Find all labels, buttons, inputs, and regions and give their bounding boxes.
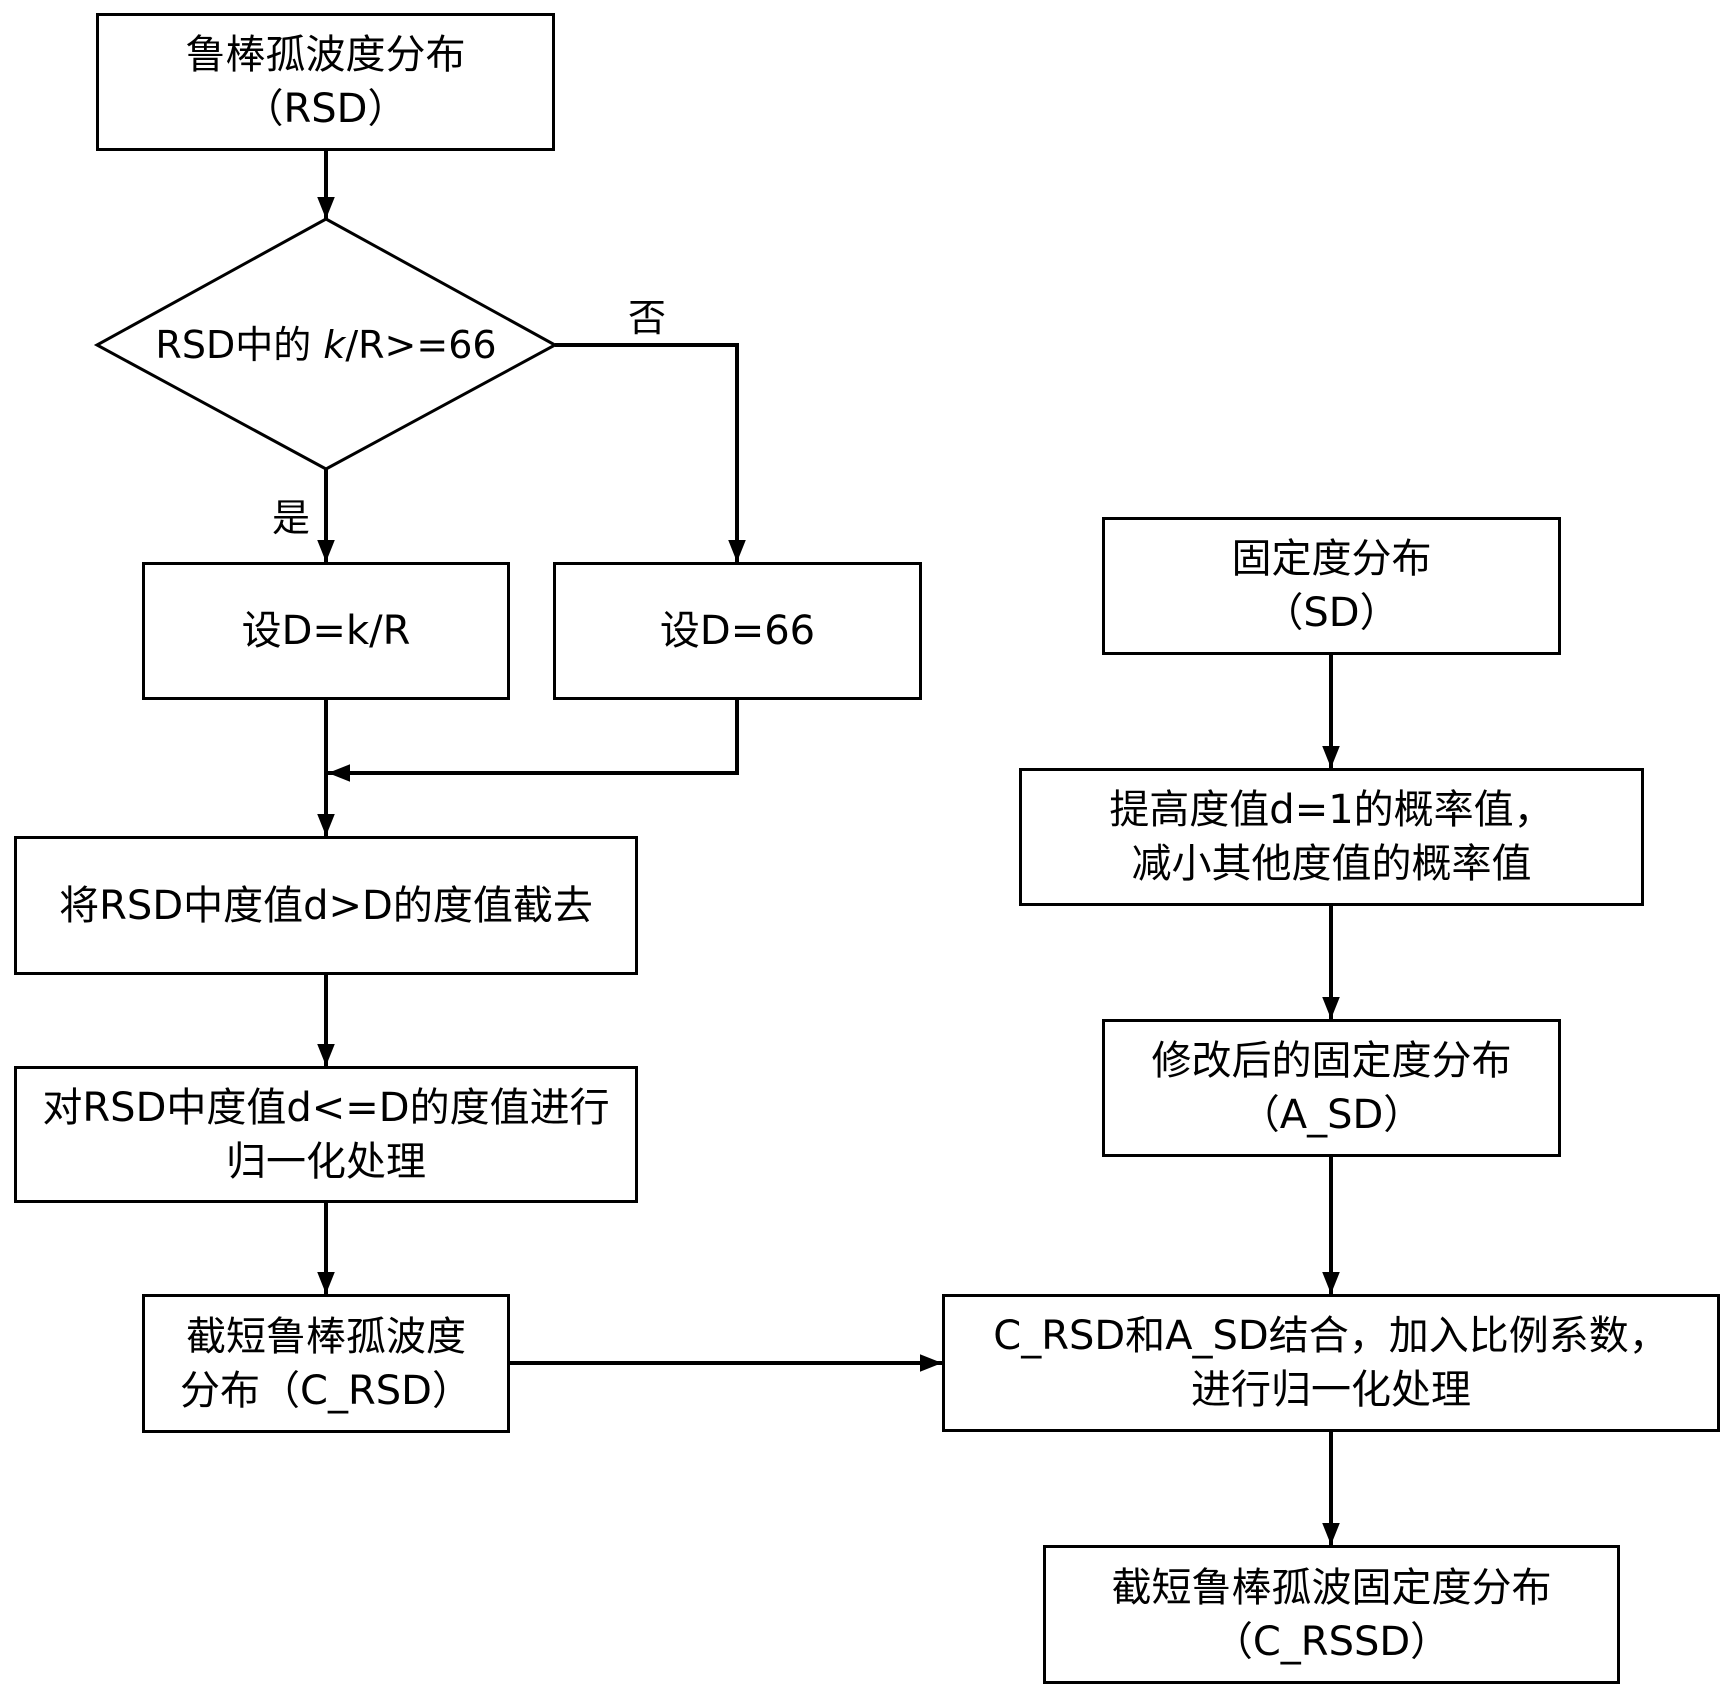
node-rsd: 鲁棒孤波度分布 （RSD） (96, 13, 555, 151)
node-truncate: 将RSD中度值d>D的度值截去 (14, 836, 638, 975)
node-combine-line2: 进行归一化处理 (1191, 1367, 1471, 1413)
decision-prefix: RSD中的 (155, 323, 324, 367)
node-c-rssd: 截短鲁棒孤波固定度分布 （C_RSSD） (1043, 1545, 1620, 1684)
node-normalize-line2: 归一化处理 (226, 1138, 426, 1185)
arrow-no-branch (555, 343, 746, 562)
node-normalize-line1: 对RSD中度值d<=D的度值进行 (42, 1084, 610, 1131)
node-a-sd-title: 修改后的固定度分布 (1151, 1038, 1512, 1084)
node-set-66: 设D=66 (553, 562, 922, 700)
node-combine: C_RSD和A_SD结合，加入比例系数， 进行归一化处理 (942, 1294, 1720, 1432)
node-set-kr-text: 设D=k/R (241, 608, 411, 654)
node-sd-abbr: （SD） (1263, 590, 1400, 636)
node-c-rssd-abbr: （C_RSSD） (1212, 1618, 1451, 1665)
node-rsd-abbr: （RSD） (243, 86, 408, 132)
node-combine-line1: C_RSD和A_SD结合，加入比例系数， (993, 1313, 1669, 1359)
node-truncate-text: 将RSD中度值d>D的度值截去 (59, 882, 593, 929)
no-label: 否 (628, 296, 667, 340)
arrow-set66-to-merge (328, 699, 739, 782)
node-c-rsd-line1: 截短鲁棒孤波度 (186, 1313, 466, 1360)
node-normalize: 对RSD中度值d<=D的度值进行 归一化处理 (14, 1066, 638, 1203)
node-a-sd: 修改后的固定度分布 （A_SD） (1102, 1019, 1561, 1157)
node-sd-title: 固定度分布 (1231, 536, 1432, 582)
node-c-rssd-title: 截短鲁棒孤波固定度分布 (1111, 1564, 1552, 1611)
node-set-kr: 设D=k/R (142, 562, 510, 700)
node-set-66-text: 设D=66 (659, 608, 816, 654)
node-c-rsd-line2: 分布（C_RSD） (180, 1367, 472, 1414)
node-c-rsd: 截短鲁棒孤波度 分布（C_RSD） (142, 1294, 510, 1433)
decision-suffix: /R>=66 (345, 323, 497, 367)
node-rsd-title: 鲁棒孤波度分布 (185, 32, 466, 78)
node-sd: 固定度分布 （SD） (1102, 517, 1561, 655)
node-boost-line2: 减小其他度值的概率值 (1131, 841, 1532, 887)
node-boost-line1: 提高度值d=1的概率值， (1109, 787, 1554, 833)
decision-var: k (323, 323, 346, 367)
yes-label: 是 (272, 496, 311, 540)
node-a-sd-abbr: （A_SD） (1239, 1092, 1424, 1138)
decision-text: RSD中的 k/R>=66 (155, 325, 496, 365)
node-boost: 提高度值d=1的概率值， 减小其他度值的概率值 (1019, 768, 1644, 906)
